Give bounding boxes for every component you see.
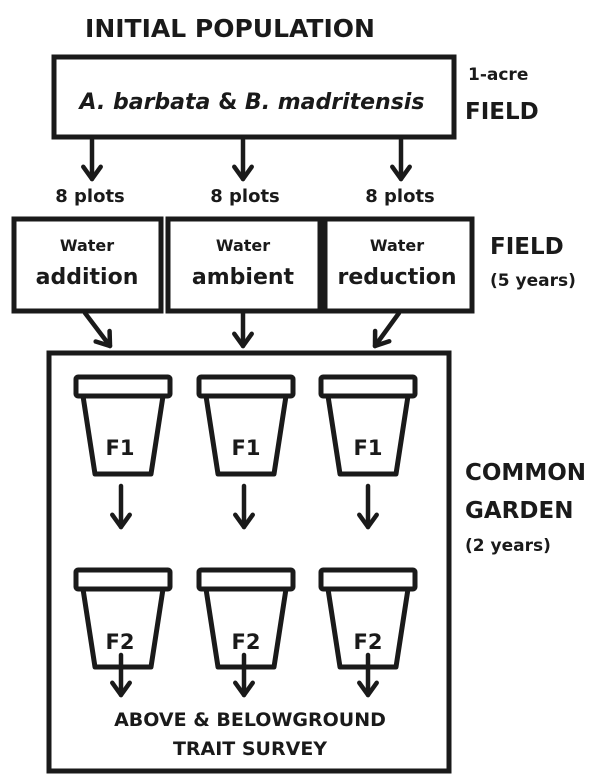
arrow-to-survey-head: [357, 680, 379, 698]
treatment-box-addition: [11, 216, 164, 314]
pot-f1-rim: [318, 374, 418, 399]
pot-f2-rim: [318, 567, 418, 592]
field-area-label: FIELD: [465, 99, 539, 125]
garden-stage-duration: (2 years): [465, 536, 551, 556]
treatment-water-label: Water: [59, 236, 115, 255]
pot-f1-rim: [73, 374, 173, 399]
arrow-to-garden: [82, 310, 113, 349]
pot-f1-rim: [196, 374, 296, 399]
arrow-f1-to-f2-head: [110, 512, 132, 530]
species-a-name: A. barbata: [79, 90, 211, 115]
arrow-to-plots-head: [232, 164, 254, 182]
treatment-water-label: Water: [369, 236, 425, 255]
pot-label-f1: F1: [353, 436, 383, 460]
garden-stage-label-line1: COMMON: [465, 460, 587, 486]
field-area-note: 1-acre: [468, 65, 529, 85]
arrow-to-plots-head: [81, 164, 103, 182]
population-species-label: A. barbata & B. madritensis: [52, 92, 452, 114]
treatment-name-label: ambient: [191, 265, 295, 290]
pot-f1-body: [203, 395, 289, 477]
arrow-f1-to-f2-head: [357, 512, 379, 530]
field-stage-label: FIELD: [490, 234, 564, 260]
treatment-name-label: addition: [35, 265, 139, 290]
arrow-to-garden: [372, 310, 402, 349]
garden-stage-label-line2: GARDEN: [465, 498, 574, 524]
pot-f2-rim: [196, 567, 296, 592]
pot-label-f2: F2: [105, 630, 135, 654]
species-connector: &: [218, 90, 238, 115]
arrow-to-plots-head: [390, 164, 412, 182]
pot-f1-body: [325, 395, 411, 477]
pot-label-f1: F1: [105, 436, 135, 460]
diagram-title: INITIAL POPULATION: [85, 14, 375, 43]
arrow-to-survey-head: [110, 680, 132, 698]
pot-label-f2: F2: [231, 630, 261, 654]
treatment-water-label: Water: [215, 236, 271, 255]
arrow-to-garden-head: [93, 328, 113, 349]
common-garden-box: [46, 350, 452, 774]
pot-label-f2: F2: [353, 630, 383, 654]
plot-count-label: 8 plots: [210, 186, 280, 207]
field-stage-duration: (5 years): [490, 271, 576, 291]
trait-survey-line1: ABOVE & BELOWGROUND: [114, 709, 386, 731]
pot-f2-rim: [73, 567, 173, 592]
arrow-to-garden-head: [232, 331, 254, 349]
pot-label-f1: F1: [231, 436, 261, 460]
pot-f1-body: [80, 395, 166, 477]
arrow-to-garden-head: [372, 328, 392, 349]
species-b-name: B. madritensis: [244, 90, 425, 115]
arrow-to-survey-head: [233, 680, 255, 698]
trait-survey-line2: TRAIT SURVEY: [172, 738, 328, 760]
plot-count-label: 8 plots: [55, 186, 125, 207]
plot-count-label: 8 plots: [365, 186, 435, 207]
population-box: [51, 54, 457, 140]
arrow-f1-to-f2-head: [233, 512, 255, 530]
treatment-name-label: reduction: [337, 265, 457, 290]
